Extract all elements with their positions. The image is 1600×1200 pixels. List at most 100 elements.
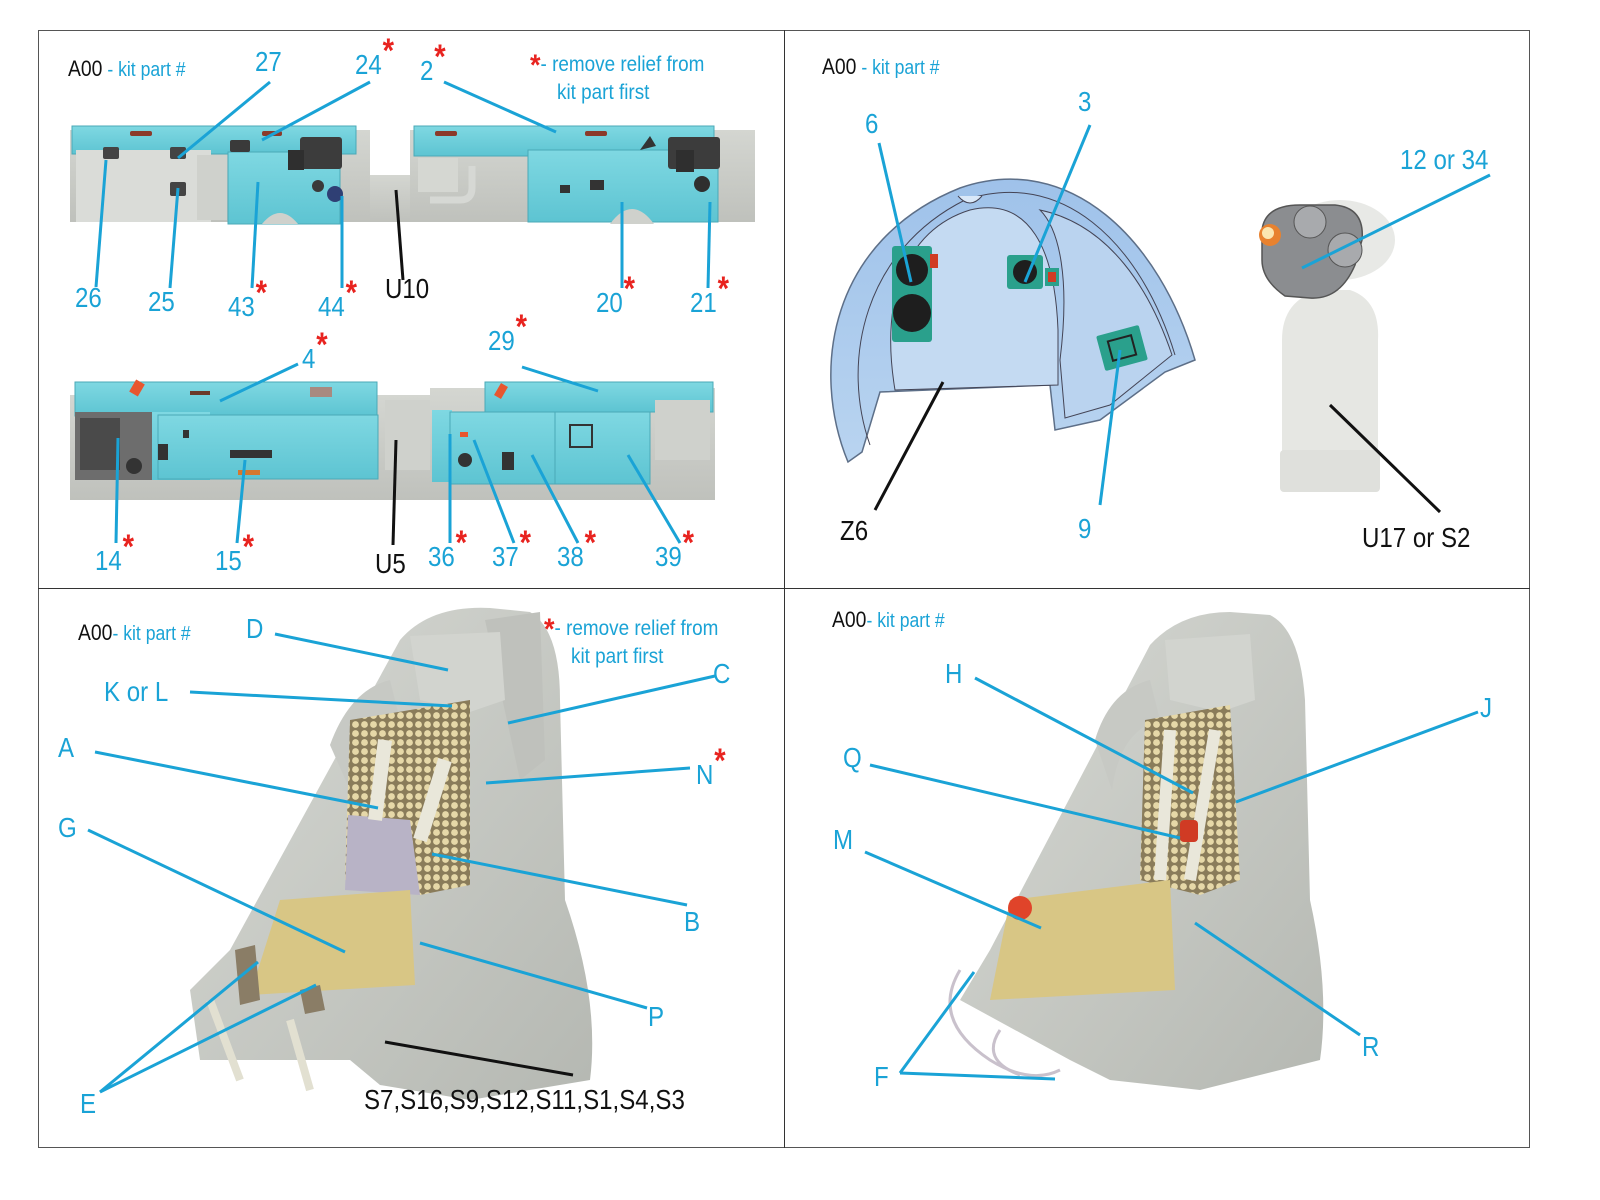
part-label-text: 44 (318, 291, 345, 322)
relief-note-top-left: *- remove relief from kit part first (530, 44, 704, 105)
relief-asterisk-icon: * (714, 742, 726, 780)
part-label: 3 (1078, 88, 1091, 116)
header-kit-text: - kit part # (856, 57, 940, 79)
note-line-2: kit part first (571, 645, 664, 668)
canopy-instruments (892, 246, 1148, 371)
ejection-seat-harness (948, 612, 1324, 1090)
part-label: B (684, 908, 700, 936)
part-label: 4* (302, 328, 328, 374)
note-line-1: - remove relief from (540, 53, 705, 76)
header-code: A00 (822, 54, 857, 79)
part-label-text: 15 (215, 545, 242, 576)
part-label-text: 25 (148, 286, 175, 317)
part-label-text: E (80, 1088, 97, 1119)
grid-divider-horizontal (38, 588, 1530, 589)
kit-part-label: S7,S16,S9,S12,S11,S1,S4,S3 (364, 1086, 685, 1114)
part-label-text: 43 (228, 291, 255, 322)
part-label: N* (696, 744, 726, 790)
part-label: 2* (420, 40, 446, 86)
relief-asterisk-icon: * (519, 524, 532, 562)
part-label-text: 39 (655, 541, 682, 572)
part-label-text: U5 (375, 548, 406, 579)
part-label: M (833, 826, 853, 854)
relief-asterisk-icon: * (316, 326, 328, 364)
relief-asterisk-icon: * (623, 270, 636, 308)
relief-note-bottom-left: *- remove relief from kit part first (544, 608, 718, 669)
part-label: J (1480, 694, 1492, 722)
part-label: 9 (1078, 515, 1091, 543)
console-lower-left (70, 379, 715, 500)
part-label: 26 (75, 284, 102, 312)
canopy-frame (830, 178, 1196, 464)
part-label: H (945, 660, 962, 688)
part-label-text: U10 (385, 273, 430, 304)
relief-asterisk-icon: * (242, 528, 255, 566)
part-label-text: 21 (690, 287, 717, 318)
part-label-text: G (58, 812, 77, 843)
part-label-text: A (58, 732, 75, 763)
relief-asterisk-icon: * (682, 524, 695, 562)
part-label-text: 6 (865, 108, 879, 139)
panel-header-bottom-right: A00- kit part # (832, 609, 945, 632)
part-label-text: 37 (492, 541, 519, 572)
part-label-text: F (874, 1061, 889, 1092)
part-label-text: Q (843, 742, 862, 773)
part-label-text: D (246, 613, 264, 644)
kit-part-label: U10 (385, 275, 429, 303)
part-label-text: 24 (355, 49, 382, 80)
part-label: E (80, 1090, 96, 1118)
grid-divider-vertical (784, 30, 785, 1148)
part-label: 38* (557, 526, 596, 572)
part-label: D (246, 615, 263, 643)
relief-asterisk-icon: * (515, 308, 528, 346)
kit-part-label: U17 or S2 (1362, 524, 1470, 552)
part-label-text: B (684, 906, 701, 937)
part-label-text: K or L (104, 676, 169, 707)
header-code: A00 (68, 56, 103, 81)
part-label: 21* (690, 272, 729, 318)
part-label: 12 or 34 (1400, 146, 1488, 174)
part-label-text: 2 (420, 55, 434, 86)
relief-asterisk-icon: * (345, 274, 358, 312)
control-stick (1259, 200, 1395, 492)
part-label-text: N (696, 759, 714, 790)
part-label-text: P (648, 1001, 665, 1032)
part-label: 6 (865, 110, 878, 138)
part-label: R (1362, 1033, 1379, 1061)
header-kit-text: - kit part # (102, 59, 186, 81)
leader-lines-kit (384, 189, 1442, 1077)
part-label: G (58, 814, 77, 842)
part-label: 15* (215, 530, 254, 576)
part-label: P (648, 1003, 664, 1031)
ejection-seat-front (190, 607, 593, 1100)
panel-header-top-right: A00 - kit part # (822, 54, 940, 79)
note-line-2: kit part first (557, 81, 650, 104)
panel-header-top-left: A00 - kit part # (68, 56, 186, 81)
part-label-text: 14 (95, 545, 122, 576)
relief-asterisk-icon: * (455, 524, 468, 562)
part-label: 27 (255, 48, 282, 76)
kit-part-label: U5 (375, 550, 406, 578)
part-label-text: C (713, 658, 731, 689)
part-label-text: R (1362, 1031, 1380, 1062)
part-label: 43* (228, 276, 267, 322)
part-label-text: 12 or 34 (1400, 144, 1489, 175)
asterisk-icon: * (530, 49, 541, 82)
part-label: A (58, 734, 74, 762)
relief-asterisk-icon: * (255, 274, 268, 312)
part-label-text: S7,S16,S9,S12,S11,S1,S4,S3 (364, 1084, 685, 1115)
part-label: 37* (492, 526, 531, 572)
relief-asterisk-icon: * (584, 524, 597, 562)
asterisk-icon: * (544, 613, 555, 646)
part-label: 39* (655, 526, 694, 572)
part-label: F (874, 1063, 889, 1091)
part-label-text: 38 (557, 541, 584, 572)
part-label-text: J (1480, 692, 1493, 723)
header-kit-text: - kit part # (112, 623, 191, 645)
part-label: 24* (355, 34, 394, 80)
leader-lines (87, 80, 1491, 1094)
part-label-text: 9 (1078, 513, 1092, 544)
part-label: C (713, 660, 730, 688)
relief-asterisk-icon: * (122, 528, 135, 566)
